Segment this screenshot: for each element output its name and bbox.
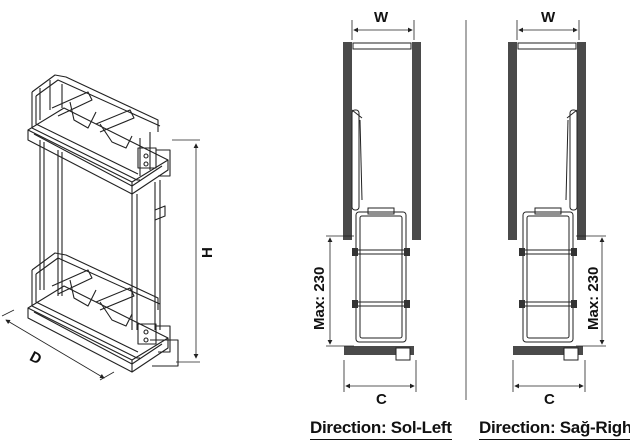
cabinet-side-right: [577, 42, 586, 240]
cabinet-base: [344, 346, 414, 355]
direction-caption-right: Direction: Sağ-Right: [479, 418, 630, 440]
door-panel: [351, 109, 360, 211]
cabinet-side-left: [508, 42, 517, 240]
max-label-left: Max: 230: [311, 267, 328, 330]
width-label-left: W: [374, 9, 389, 26]
basket-frame: [355, 207, 407, 343]
upper-shelf: [27, 74, 171, 195]
direction-caption-right-text: Direction: Sağ-Right: [479, 418, 630, 437]
frame-uprights: [39, 140, 166, 330]
cabinet-top-rail: [517, 42, 577, 50]
cabinet-side-right: [412, 42, 421, 240]
cabinet-top-rail: [352, 42, 412, 50]
height-dimension: [172, 139, 200, 363]
width-label-right: W: [541, 9, 556, 26]
direction-caption-left-text: Direction: Sol-Left: [310, 418, 452, 437]
depth-label: D: [27, 348, 45, 368]
caption-underline: [310, 439, 452, 440]
clearance-label-left: C: [376, 391, 387, 408]
front-view-right: [508, 20, 606, 392]
door-panel: [569, 109, 578, 211]
cabinet-base: [513, 346, 583, 355]
front-view-left: [326, 20, 421, 392]
cabinet-side-left: [343, 42, 352, 240]
max-label-right: Max: 230: [585, 267, 602, 330]
height-label: H: [199, 247, 216, 258]
clearance-label-right: C: [544, 391, 555, 408]
depth-dimension: [1, 309, 115, 381]
basket-frame: [522, 207, 574, 343]
pullout-basket-isometric: [1, 74, 200, 381]
direction-caption-left: Direction: Sol-Left: [310, 418, 452, 440]
caption-underline: [479, 439, 630, 440]
